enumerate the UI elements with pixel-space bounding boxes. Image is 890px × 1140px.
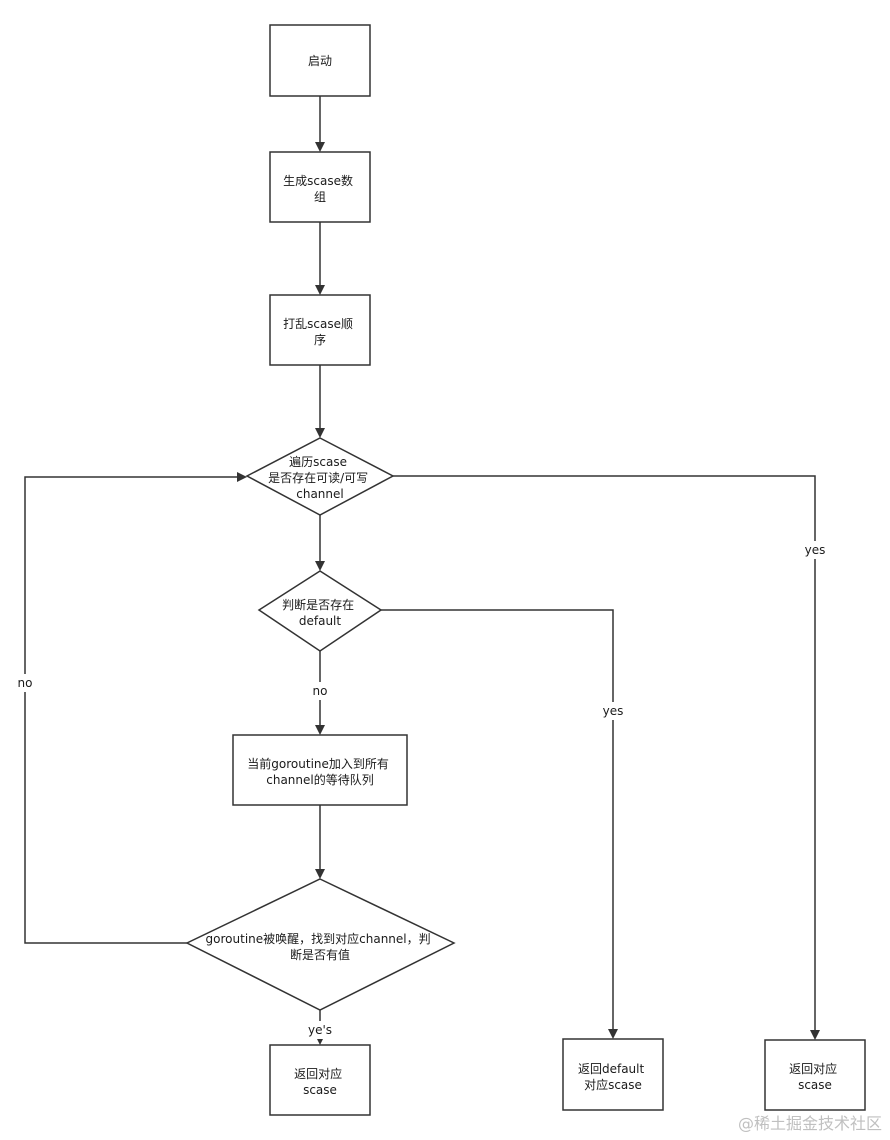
edge-wakeup-no-loop bbox=[24, 472, 247, 944]
label-default-no: no bbox=[313, 684, 328, 698]
node-return-ready-text: 返回对应 scase bbox=[789, 1061, 841, 1092]
node-return-ready bbox=[764, 1039, 866, 1111]
watermark: @稀土掘金技术社区 bbox=[737, 1114, 882, 1133]
node-start-text: 启动 bbox=[308, 54, 332, 68]
node-traverse-line-2: 是否存在可读/可写 bbox=[268, 471, 368, 485]
node-enqueue-line-2: channel的等待队列 bbox=[266, 772, 374, 787]
node-return-wakeup-line-1: 返回对应 bbox=[294, 1066, 342, 1081]
label-default-yes: yes bbox=[603, 704, 624, 718]
node-return-wakeup-line-2: scase bbox=[303, 1083, 337, 1097]
edges bbox=[24, 96, 820, 1045]
node-return-ready-line-1: 返回对应 bbox=[789, 1061, 837, 1076]
node-wakeup bbox=[185, 878, 456, 1011]
node-gen-array-line-1: 生成scase数 bbox=[283, 173, 353, 188]
node-return-wakeup-text: 返回对应 scase bbox=[294, 1066, 346, 1097]
node-traverse-line-3: channel bbox=[296, 487, 343, 501]
node-return-default bbox=[562, 1038, 664, 1111]
label-ready-yes: yes bbox=[805, 543, 826, 557]
edge-traverse-yes-to-return bbox=[393, 475, 820, 1040]
node-enqueue-text: 当前goroutine加入到所有 channel的等待队列 bbox=[247, 756, 392, 787]
edge-labels: yes yes no no ye's bbox=[18, 543, 826, 1037]
node-return-wakeup bbox=[269, 1044, 371, 1116]
label-loop-no: no bbox=[18, 676, 33, 690]
node-enqueue-line-1: 当前goroutine加入到所有 bbox=[247, 756, 389, 771]
node-check-default-line-2: default bbox=[299, 614, 342, 628]
node-gen-array-text: 生成scase数 组 bbox=[283, 173, 357, 204]
node-gen-array-line-2: 组 bbox=[314, 190, 326, 204]
node-enqueue bbox=[232, 734, 408, 806]
node-return-default-line-1: 返回default bbox=[578, 1062, 645, 1076]
node-wakeup-line-1: goroutine被唤醒，找到对应channel，判 bbox=[206, 931, 431, 946]
node-start bbox=[269, 24, 371, 97]
node-gen-array bbox=[269, 151, 371, 223]
node-traverse-text: 遍历scase 是否存在可读/可写 channel bbox=[268, 455, 372, 501]
node-traverse bbox=[245, 437, 395, 516]
node-wakeup-line-2: 断是否有值 bbox=[290, 947, 350, 962]
node-traverse-line-1: 遍历scase bbox=[289, 455, 347, 469]
node-check-default-text: 判断是否存在 default bbox=[282, 597, 358, 628]
node-texts: 启动 生成scase数 组 打乱scase顺 序 遍历scase 是否存在可读/… bbox=[206, 54, 841, 1097]
node-shuffle bbox=[269, 294, 371, 366]
node-return-ready-line-2: scase bbox=[798, 1078, 832, 1092]
node-check-default bbox=[257, 570, 383, 652]
node-shuffle-line-1: 打乱scase顺 bbox=[283, 317, 353, 331]
node-wakeup-text: goroutine被唤醒，找到对应channel，判 断是否有值 bbox=[206, 931, 435, 962]
node-shuffle-text: 打乱scase顺 序 bbox=[283, 317, 357, 347]
edge-default-yes-to-return bbox=[381, 609, 618, 1039]
node-return-default-line-2: 对应scase bbox=[584, 1077, 642, 1092]
node-start-line-1: 启动 bbox=[308, 54, 332, 68]
node-shuffle-line-2: 序 bbox=[314, 332, 326, 347]
edge-label-backgrounds bbox=[12, 541, 830, 1039]
node-return-default-text: 返回default 对应scase bbox=[578, 1062, 648, 1092]
node-check-default-line-1: 判断是否存在 bbox=[282, 597, 354, 612]
nodes bbox=[185, 24, 866, 1116]
label-wake-yes: ye's bbox=[308, 1023, 332, 1037]
